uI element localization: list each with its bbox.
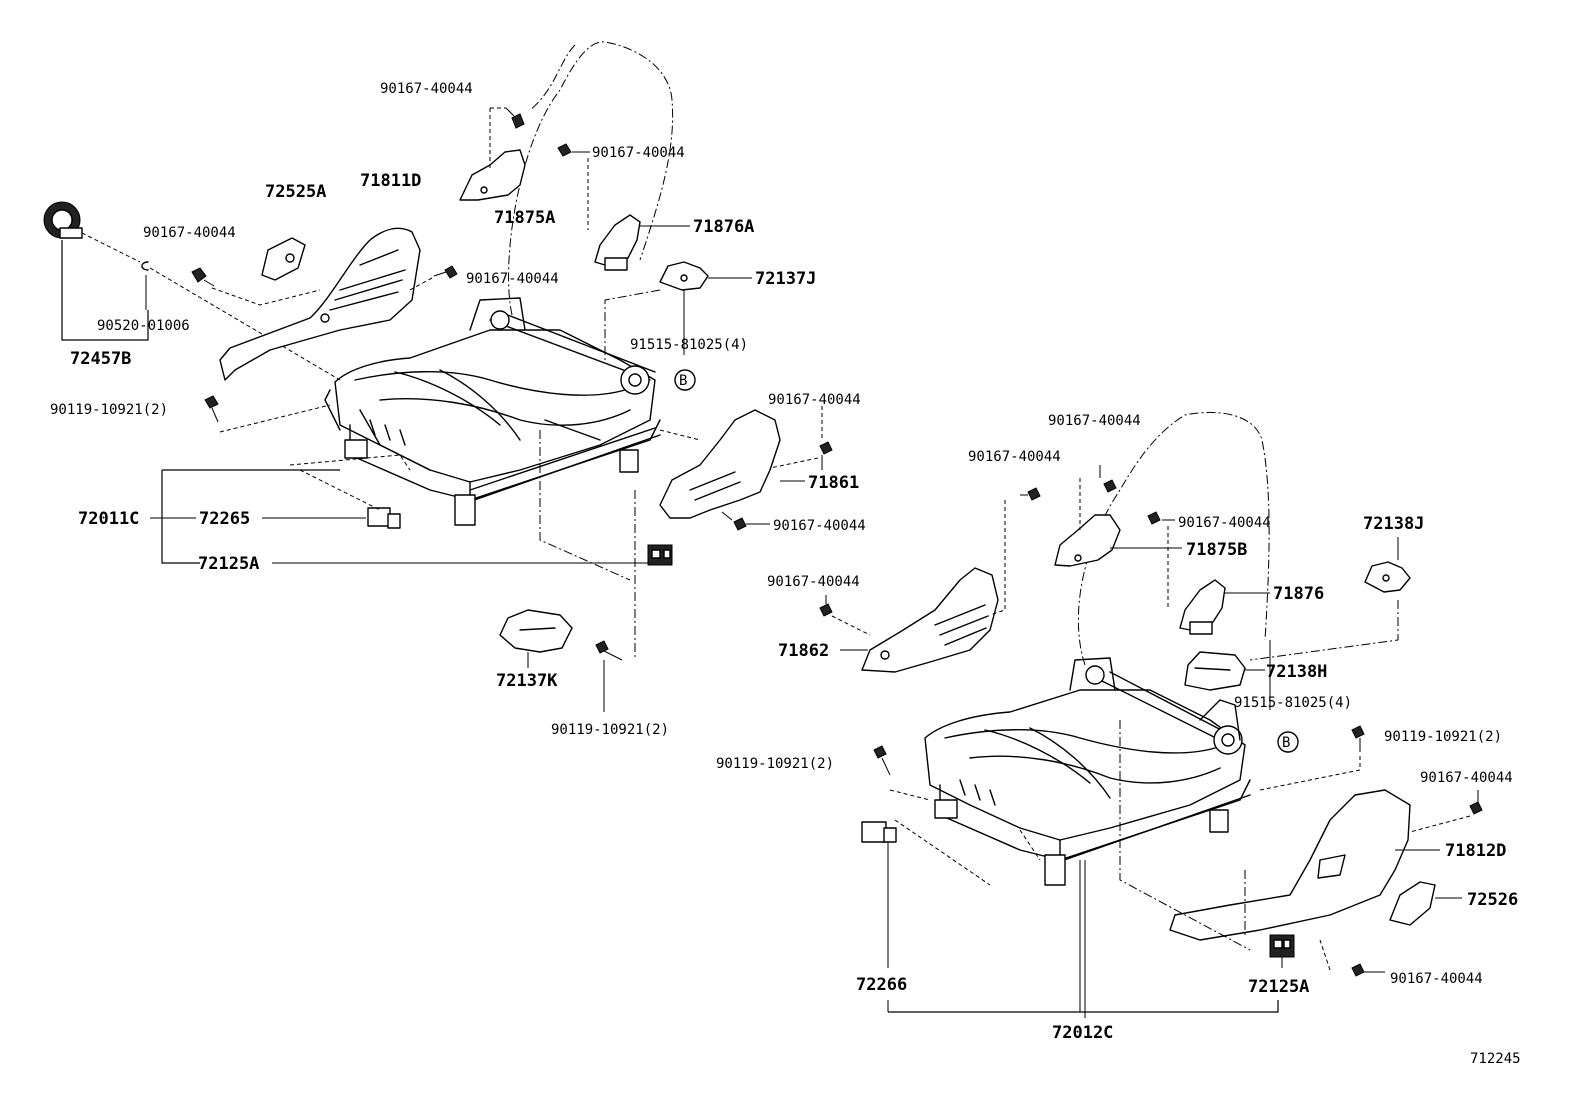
label-90167-40044: 90167-40044: [1178, 515, 1271, 531]
label-90167-40044: 90167-40044: [768, 392, 861, 408]
label-72137J: 72137J: [755, 269, 816, 289]
circle-b-label: B: [1282, 735, 1290, 751]
label-90167-40044: 90167-40044: [1420, 770, 1513, 786]
left-cover-72137K: [499, 609, 573, 653]
left-cover-72125A: [647, 544, 673, 566]
right-bolt-top: [1079, 465, 1117, 530]
label-72138H: 72138H: [1266, 662, 1327, 682]
label-90167-40044: 90167-40044: [968, 449, 1061, 465]
label-72125A: 72125A: [198, 554, 259, 574]
label-90167-40044: 90167-40044: [143, 225, 236, 241]
label-71811D: 71811D: [360, 171, 421, 191]
label-71875B: 71875B: [1186, 540, 1247, 560]
left-bolt-90167-mid: [409, 265, 458, 291]
right-bolt-mid-left: [819, 595, 871, 636]
right-cover-72138H: [1184, 651, 1246, 691]
right-cover-72138J: [1364, 561, 1411, 593]
left-cover-71876A: [594, 214, 641, 271]
label-72011C: 72011C: [78, 509, 139, 529]
label-90167-40044: 90167-40044: [773, 518, 866, 534]
label-72266: 72266: [856, 975, 907, 995]
label-90167-40044: 90167-40044: [592, 145, 685, 161]
right-shield-71812D: [1169, 789, 1411, 941]
left-knob-72525A: [261, 237, 306, 281]
right-cover-72266: [861, 821, 897, 843]
label-91515-81025: 91515-81025(4): [1234, 695, 1352, 711]
left-bolt-right-lower: [721, 511, 770, 531]
label-90119-10921: 90119-10921(2): [50, 402, 168, 418]
left-bolt-90119-bottom: [595, 640, 623, 712]
right-shield-71862: [861, 567, 999, 673]
left-bolt-right-upper: [769, 406, 833, 470]
right-bolt-upper-right: [1147, 511, 1175, 610]
left-bolt-top-a: [489, 107, 525, 170]
label-72457B: 72457B: [70, 349, 131, 369]
left-cover-71875A: [459, 149, 526, 201]
label-71876: 71876: [1273, 584, 1324, 604]
label-90119-10921: 90119-10921(2): [551, 722, 669, 738]
label-71862: 71862: [778, 641, 829, 661]
label-72138J: 72138J: [1363, 514, 1424, 534]
right-seat-frame: [924, 657, 1251, 886]
left-seat-frame: [324, 297, 661, 526]
label-90119-10921: 90119-10921(2): [716, 756, 834, 772]
right-cover-71875B: [1054, 514, 1121, 567]
left-cover-72265: [367, 507, 401, 529]
left-bolt-90119-left: [204, 395, 331, 433]
right-knob-72526: [1389, 881, 1436, 926]
label-90520-01006: 90520-01006: [97, 318, 190, 334]
label-90167-40044: 90167-40044: [1390, 971, 1483, 987]
label-72526: 72526: [1467, 890, 1518, 910]
left-knob-72457B: [43, 201, 141, 263]
figure-code: 712245: [1470, 1051, 1521, 1067]
label-71876A: 71876A: [693, 217, 754, 237]
left-cover-72137J: [659, 261, 709, 291]
left-bolt-90167-left: [191, 267, 321, 306]
label-90119-10921: 90119-10921(2): [1384, 729, 1502, 745]
label-72265: 72265: [199, 509, 250, 529]
left-bolt-top-b: [557, 143, 590, 230]
right-cover-72125A: [1269, 934, 1295, 958]
label-90167-40044: 90167-40044: [380, 81, 473, 97]
right-cover-71876: [1179, 579, 1226, 635]
left-shield-71811D: [219, 227, 421, 381]
right-bolt-bottom: [1319, 939, 1385, 977]
label-90167-40044: 90167-40044: [1048, 413, 1141, 429]
label-90167-40044: 90167-40044: [767, 574, 860, 590]
left-shield-71861: [659, 409, 781, 519]
label-72525A: 72525A: [265, 182, 326, 202]
right-bolt-90119-right: [1259, 725, 1365, 791]
right-seat-assembly: [819, 412, 1483, 1018]
label-90167-40044: 90167-40044: [466, 271, 559, 287]
label-71875A: 71875A: [494, 208, 555, 228]
left-seat-assembly: [43, 41, 833, 712]
right-bolt-right: [1409, 790, 1483, 833]
label-71861: 71861: [808, 473, 859, 493]
label-72137K: 72137K: [496, 671, 558, 691]
left-labels: 90167-40044 90167-40044 71875A 71876A 72…: [50, 81, 866, 738]
right-bolt-upper-left: [989, 487, 1041, 616]
label-91515-81025: 91515-81025(4): [630, 337, 748, 353]
left-clip-90520: [141, 261, 341, 381]
circle-b-label: B: [679, 373, 687, 389]
right-labels: 90167-40044 90167-40044 90167-40044 7187…: [716, 413, 1518, 1043]
right-bolt-90119-left: [873, 745, 931, 801]
label-72125A: 72125A: [1248, 977, 1309, 997]
label-71812D: 71812D: [1445, 841, 1506, 861]
label-72012C: 72012C: [1052, 1023, 1113, 1043]
